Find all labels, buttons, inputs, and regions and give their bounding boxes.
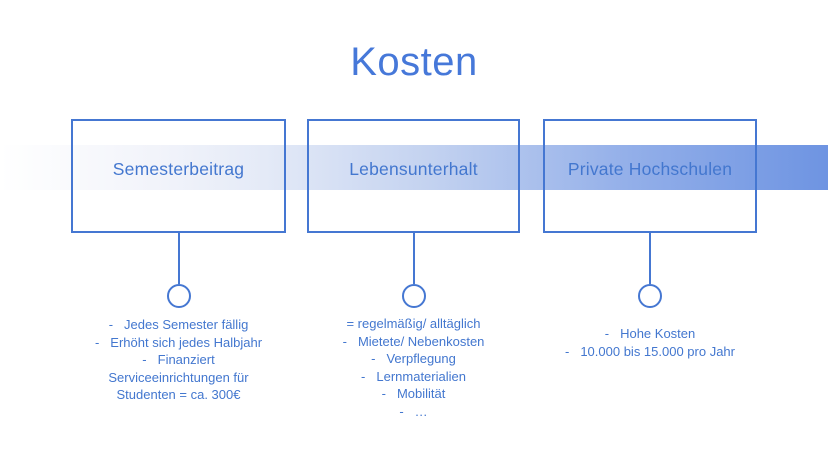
connector-circle [166,284,191,308]
connector-circle [401,284,426,308]
note-line: -Jedes Semester fällig [51,316,306,334]
topic-box-label: Private Hochschulen [567,158,733,179]
bullet-marker: - [604,326,610,341]
note-line: -Finanziert [51,351,306,369]
topic-box-label: Lebensunterhalt [349,158,478,179]
gradient-highlight-band [0,145,828,190]
bullet-marker: - [142,352,147,367]
note-text: Erhöht sich jedes Halbjahr [110,334,263,350]
column-private-hochschulen: Private Hochschulen -Hohe Kosten-10.000 … [543,0,757,466]
bullet-marker: - [381,386,386,401]
note-text: = regelmäßig/ alltäglich [346,316,481,331]
topic-box-label: Semesterbeitrag [112,158,245,179]
note-line: -Hohe Kosten [523,325,777,343]
note-line: -10.000 bis 15.000 pro Jahr [523,343,777,361]
notes-list: -Jedes Semester fällig-Erhöht sich jedes… [51,316,306,404]
bullet-marker: - [399,403,404,419]
notes-list: = regelmäßig/ alltäglich-Mietete/ Nebenk… [287,315,540,420]
note-text: … [414,403,428,419]
bullet-marker: - [371,351,376,366]
note-text: Serviceeinrichtungen für [108,369,249,385]
note-text: Lernmaterialien [376,368,466,384]
note-line: -Mietete/ Nebenkosten [287,333,540,351]
note-line: = regelmäßig/ alltäglich [287,315,540,333]
bullet-marker: - [342,333,347,349]
bullet-marker: - [94,334,100,350]
bullet-marker: - [361,368,366,384]
connector-circle [638,284,662,308]
note-text: Mietete/ Nebenkosten [357,333,485,349]
note-line: -Erhöht sich jedes Halbjahr [51,334,306,352]
notes-list: -Hohe Kosten-10.000 bis 15.000 pro Jahr [523,325,777,360]
note-text: Mobilität [396,386,446,401]
topic-box: Private Hochschulen [543,119,757,233]
note-line: -Lernmaterialien [287,368,540,386]
topic-box: Semesterbeitrag [71,119,286,233]
connector-stem [649,233,651,284]
connector-stem [177,233,180,284]
bullet-marker: - [108,317,114,332]
note-text: Finanziert [157,352,215,367]
note-line: Studenten = ca. 300€ [51,386,306,404]
column-semesterbeitrag: Semesterbeitrag -Jedes Semester fällig-E… [71,0,286,466]
note-text: Hohe Kosten [620,326,696,341]
connector-stem [412,233,415,284]
slide-title: Kosten [350,40,478,84]
note-line: -Mobilität [287,385,540,403]
note-text: Studenten = ca. 300€ [116,387,241,402]
note-line: Serviceeinrichtungen für [51,369,306,387]
bullet-marker: - [564,343,570,359]
note-text: Jedes Semester fällig [124,317,249,332]
note-text: 10.000 bis 15.000 pro Jahr [580,343,735,359]
note-line: -Verpflegung [287,350,540,368]
topic-box: Lebensunterhalt [307,119,520,233]
note-text: Verpflegung [386,351,456,366]
note-line: -… [287,403,540,421]
column-lebensunterhalt: Lebensunterhalt = regelmäßig/ alltäglich… [307,0,520,466]
